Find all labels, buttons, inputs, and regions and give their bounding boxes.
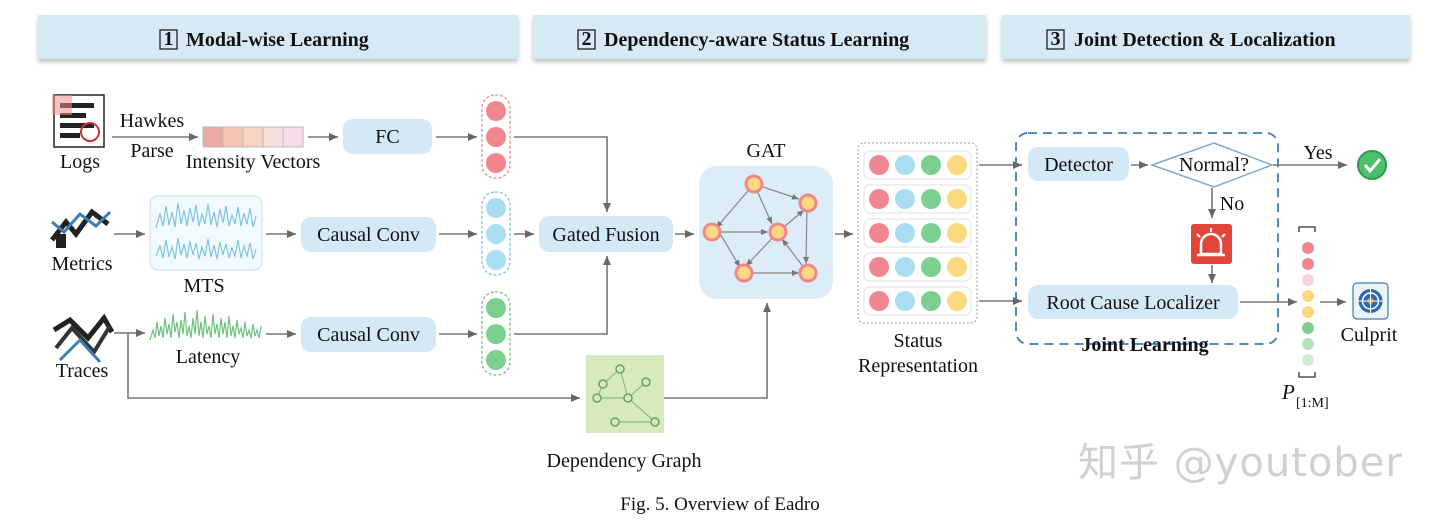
root-cause-localizer-label: Root Cause Localizer [1046,292,1220,314]
status-node [869,223,889,243]
probability-column [1298,226,1316,378]
status-node [921,257,941,277]
status-node [921,291,941,311]
status-node [947,257,967,277]
alarm-icon [1191,224,1232,264]
yes-label: Yes [1303,142,1332,164]
status-node [869,155,889,175]
no-label: No [1220,193,1244,215]
detector-label: Detector [1044,154,1113,176]
root-cause-localizer-box: Root Cause Localizer [1028,285,1238,319]
gat-graph [699,166,833,299]
gated-fusion-box: Gated Fusion [539,216,673,252]
logs-label: Logs [60,151,100,173]
status-node [869,257,889,277]
log-embedding-column [481,94,511,179]
probability-subscript: [1:M] [1296,396,1329,411]
mts-chart [149,195,263,271]
status-node [895,257,915,277]
detector-box: Detector [1028,147,1129,181]
latency-label: Latency [176,346,240,368]
arrow-trace-to-fusion [514,256,611,335]
status-row [863,252,972,282]
header-modal-wise: 1 Modal-wise Learning [38,15,518,59]
metric-embedding-column [481,191,511,276]
status-row [863,184,972,214]
status-row [863,150,972,180]
header-dependency-aware: 2 Dependency-aware Status Learning [533,15,986,59]
fc-box: FC [343,119,432,154]
gated-fusion-label: Gated Fusion [552,224,659,246]
status-node [921,155,941,175]
causal-conv-metrics-box: Causal Conv [301,217,436,252]
traces-icon [52,313,115,364]
culprit-label: Culprit [1341,324,1398,346]
status-node [921,223,941,243]
header-title: Joint Detection & Localization [1074,29,1336,51]
status-node [895,189,915,209]
culprit-target-icon [1352,282,1389,320]
metrics-label: Metrics [51,253,112,275]
parse-label: Parse [130,140,173,162]
header-title: Dependency-aware Status Learning [604,29,909,51]
status-node [869,189,889,209]
status-node [947,155,967,175]
latency-chart [149,309,262,341]
check-icon [1357,150,1387,180]
probability-symbol: P [1281,380,1295,404]
causal-conv-label: Causal Conv [317,224,420,246]
header-joint-detection: 3 Joint Detection & Localization [1002,15,1410,59]
arrow-traces-to-dependency-graph [127,333,580,402]
status-label-line1: Status [894,330,943,352]
intensity-vectors-label: Intensity Vectors [186,151,321,173]
gat-label: GAT [747,140,786,162]
status-node [895,155,915,175]
mts-label: MTS [183,275,224,297]
status-row [863,286,972,316]
normal-decision-diamond: Normal? [1149,142,1275,188]
normal-label: Normal? [1179,154,1249,176]
status-node [921,189,941,209]
header-number: 2 [582,28,592,50]
arrow-dependency-graph-to-gat [664,303,771,399]
fc-label: FC [375,126,399,148]
status-node [869,291,889,311]
joint-learning-label: Joint Learning [1081,334,1208,356]
intensity-vectors-bar [202,126,304,148]
header-number: 1 [164,28,174,50]
figure-caption: Fig. 5. Overview of Eadro [620,494,820,515]
status-node [947,291,967,311]
arrow-log-to-fusion [514,136,611,212]
joint-learning-frame [1015,132,1279,345]
dependency-graph-icon [586,355,664,433]
hawkes-label: Hawkes [120,110,185,132]
status-node [895,291,915,311]
status-node [947,223,967,243]
status-row [863,218,972,248]
trace-embedding-column [481,291,511,376]
header-title: Modal-wise Learning [186,29,369,51]
logs-icon [52,94,105,148]
watermark: 知乎 @youtober [1078,440,1403,486]
causal-conv-label: Causal Conv [317,324,420,346]
causal-conv-traces-box: Causal Conv [301,317,436,352]
status-node [947,189,967,209]
metrics-icon [50,208,112,248]
header-number: 3 [1051,28,1061,50]
traces-label: Traces [56,360,109,382]
status-label-line2: Representation [858,355,978,377]
status-node [895,223,915,243]
dependency-graph-label: Dependency Graph [547,450,702,472]
status-representation-grid [857,142,978,324]
